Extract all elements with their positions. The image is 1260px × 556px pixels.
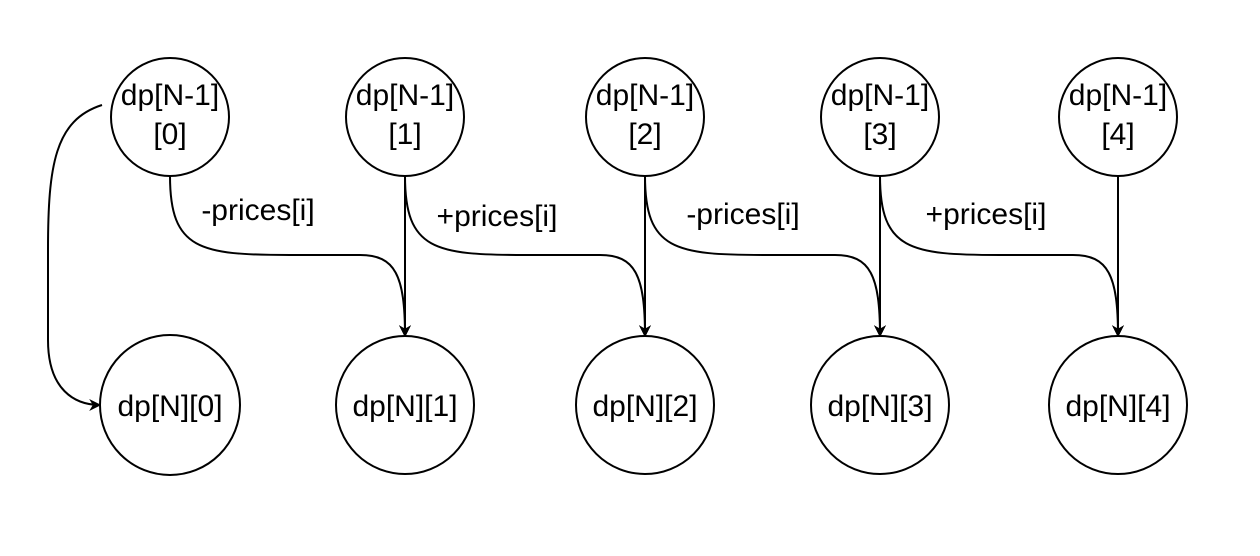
node-prev-0-line1: dp[N-1] [121, 79, 219, 112]
node-prev-2: dp[N-1] [2] [585, 57, 705, 177]
edges [47, 104, 1124, 411]
node-prev-2-line2: [2] [628, 118, 661, 151]
edge-hold-0 [47, 104, 103, 411]
edge-label-1-2: +prices[i] [437, 200, 558, 233]
node-prev-3-line1: dp[N-1] [831, 79, 929, 112]
top-nodes: dp[N-1] [0] dp[N-1] [1] dp[N-1] [2] dp[N… [110, 57, 1178, 177]
node-prev-1-line1: dp[N-1] [356, 79, 454, 112]
edge-transition-2-3 [644, 175, 886, 338]
edge-label-2-3: -prices[i] [686, 198, 799, 231]
node-cur-3-label: dp[N][3] [827, 390, 932, 423]
node-prev-4: dp[N-1] [4] [1058, 57, 1178, 177]
node-prev-2-line1: dp[N-1] [596, 79, 694, 112]
node-cur-1: dp[N][1] [335, 335, 475, 475]
node-prev-3-line2: [3] [863, 118, 896, 151]
bottom-nodes: dp[N][0] dp[N][1] dp[N][2] dp[N][3] dp[N… [99, 334, 1188, 476]
edge-labels: -prices[i] +prices[i] -prices[i] +prices… [201, 194, 1046, 233]
node-prev-4-line2: [4] [1101, 118, 1134, 151]
node-prev-0-line2: [0] [153, 118, 186, 151]
edge-transition-1-2 [404, 175, 651, 338]
node-cur-4-label: dp[N][4] [1065, 390, 1170, 423]
node-cur-0: dp[N][0] [99, 334, 241, 476]
edge-transition-0-1 [169, 175, 411, 338]
node-prev-3: dp[N-1] [3] [820, 57, 940, 177]
node-prev-0: dp[N-1] [0] [110, 57, 230, 177]
node-cur-2: dp[N][2] [575, 335, 715, 475]
node-prev-1: dp[N-1] [1] [345, 57, 465, 177]
node-prev-4-line1: dp[N-1] [1069, 79, 1167, 112]
node-cur-3: dp[N][3] [810, 335, 950, 475]
edge-label-0-1: -prices[i] [201, 194, 314, 227]
node-cur-4: dp[N][4] [1048, 335, 1188, 475]
node-cur-2-label: dp[N][2] [592, 390, 697, 423]
edge-transition-3-4 [879, 175, 1124, 338]
node-cur-1-label: dp[N][1] [352, 390, 457, 423]
node-cur-0-label: dp[N][0] [117, 390, 222, 423]
node-prev-1-line2: [1] [388, 118, 421, 151]
edge-label-3-4: +prices[i] [926, 198, 1047, 231]
